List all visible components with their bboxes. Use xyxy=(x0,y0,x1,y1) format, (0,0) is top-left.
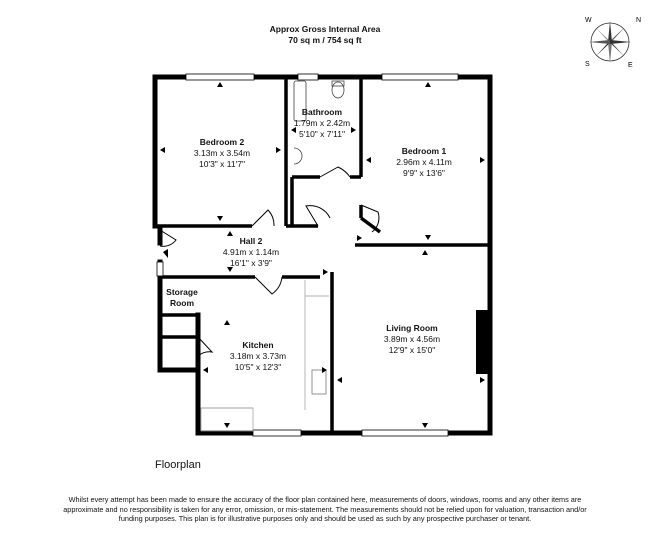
room-imperial-bathroom: 5'10" x 7'11" xyxy=(299,129,345,139)
area-value: 70 sq m / 754 sq ft xyxy=(288,35,362,45)
compass-w: W xyxy=(585,17,592,24)
bathroom-fittings xyxy=(293,80,345,165)
room-name-storage-2: Room xyxy=(170,298,195,308)
room-imperial-bedroom-2: 10'3" x 11'7" xyxy=(199,159,245,169)
room-imperial-kitchen: 10'5" x 12'3" xyxy=(235,362,282,372)
disclaimer-text: Whilst every attempt has been made to en… xyxy=(63,495,587,523)
compass-rose: N W S E xyxy=(585,17,641,69)
kitchen-fittings xyxy=(200,280,329,432)
room-name-storage: Storage xyxy=(166,287,198,297)
room-name-bathroom: Bathroom xyxy=(302,107,343,117)
room-metric-bedroom-2: 3.13m x 3.54m xyxy=(194,148,250,158)
room-name-bedroom-2: Bedroom 2 xyxy=(200,137,245,147)
room-name-kitchen: Kitchen xyxy=(242,340,273,350)
room-imperial-living-room: 12'9" x 15'0" xyxy=(389,345,436,355)
compass-s: S xyxy=(585,61,590,68)
measurement-arrows xyxy=(160,82,485,428)
room-metric-living-room: 3.89m x 4.56m xyxy=(384,334,440,344)
area-title: Approx Gross Internal Area xyxy=(269,24,381,34)
room-metric-bedroom-1: 2.96m x 4.11m xyxy=(396,157,452,167)
room-imperial-bedroom-1: 9'9" x 13'6" xyxy=(403,168,445,178)
room-name-hall-2: Hall 2 xyxy=(240,236,263,246)
room-imperial-hall-2: 16'1" x 3'9" xyxy=(230,258,272,268)
room-metric-kitchen: 3.18m x 3.73m xyxy=(230,351,286,361)
interior-walls xyxy=(155,77,490,433)
compass-n: N xyxy=(636,17,641,24)
room-metric-bathroom: 1.79m x 2.42m xyxy=(294,118,350,128)
fireplace-block xyxy=(476,310,488,374)
compass-e: E xyxy=(628,62,633,69)
windows xyxy=(156,73,459,437)
room-metric-hall-2: 4.91m x 1.14m xyxy=(223,247,279,257)
doors xyxy=(159,166,380,357)
room-name-bedroom-1: Bedroom 1 xyxy=(402,146,447,156)
plan-title: Floorplan xyxy=(155,459,201,471)
room-name-living-room: Living Room xyxy=(386,323,438,333)
